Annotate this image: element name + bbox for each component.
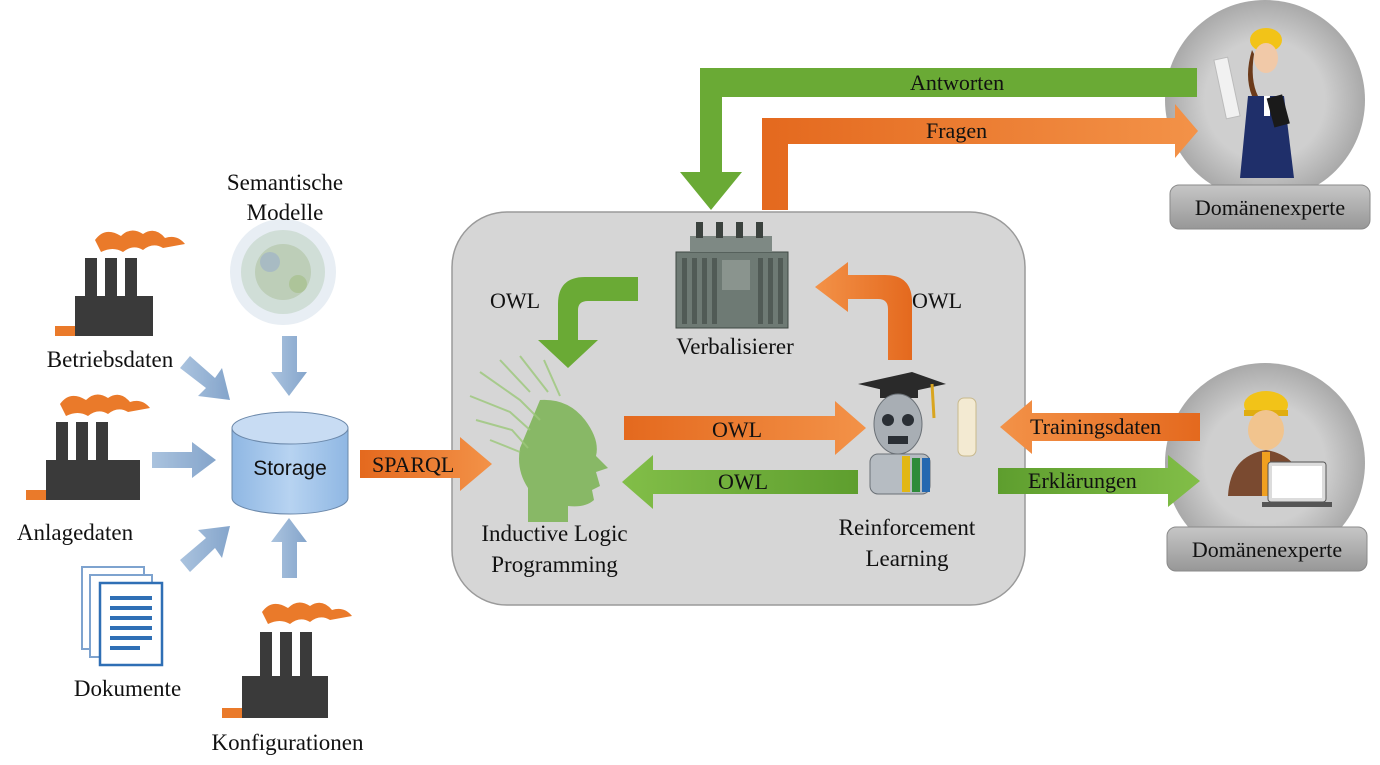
owl-back-arrow [622, 455, 858, 509]
storage-icon [231, 411, 349, 515]
semantic-model-icon [230, 219, 336, 325]
explanations-arrow [998, 455, 1200, 507]
owl-forward-arrow [624, 401, 866, 455]
training-arrow [1000, 400, 1200, 454]
owl-curve-green [538, 277, 638, 368]
plant-data-label: Anlagedaten [16, 520, 134, 545]
training-label: Trainingsdaten [1030, 414, 1162, 439]
explanations-label: Erklärungen [1028, 468, 1137, 493]
robot-icon [858, 372, 977, 495]
operating-data-label: Betriebsdaten [46, 347, 174, 372]
owl-left-label: OWL [490, 288, 541, 313]
questions-label: Fragen [926, 118, 988, 143]
expert-bottom-label: Domänenexperte [1191, 537, 1343, 562]
storage-input-arrows [152, 336, 307, 578]
ilp-label: Inductive Logic Programming [481, 521, 628, 577]
expert-bottom-box [1166, 526, 1368, 572]
factory-icon-config [222, 602, 352, 718]
storage-label: Storage [253, 457, 327, 480]
expert-top-box [1169, 184, 1371, 230]
sparql-label: SPARQL [372, 452, 455, 477]
factory-icon-operating [55, 230, 185, 336]
verbalizer-label: Verbalisierer [676, 334, 794, 359]
answers-label: Antworten [910, 70, 1005, 95]
expert-male-icon [1228, 391, 1332, 507]
owl-curve-orange [815, 262, 912, 360]
owl-forward-label: OWL [712, 417, 763, 442]
brain-head-icon [469, 355, 608, 522]
owl-right-label: OWL [912, 288, 963, 313]
expert-top-label: Domänenexperte [1194, 195, 1346, 220]
documents-label: Dokumente [73, 676, 182, 701]
expert-female-icon [1213, 28, 1294, 178]
owl-back-label: OWL [718, 469, 769, 494]
transformer-icon [675, 222, 789, 329]
sparql-arrow [360, 437, 492, 491]
rl-label: Reinforcement Learning [838, 515, 976, 571]
configurations-label: Konfigurationen [211, 730, 364, 755]
document-icon [81, 566, 164, 667]
semantic-models-label: Semantische Modelle [226, 170, 344, 225]
answers-arrow [680, 68, 1197, 210]
questions-arrow [762, 104, 1198, 210]
factory-icon-plant [26, 394, 150, 500]
